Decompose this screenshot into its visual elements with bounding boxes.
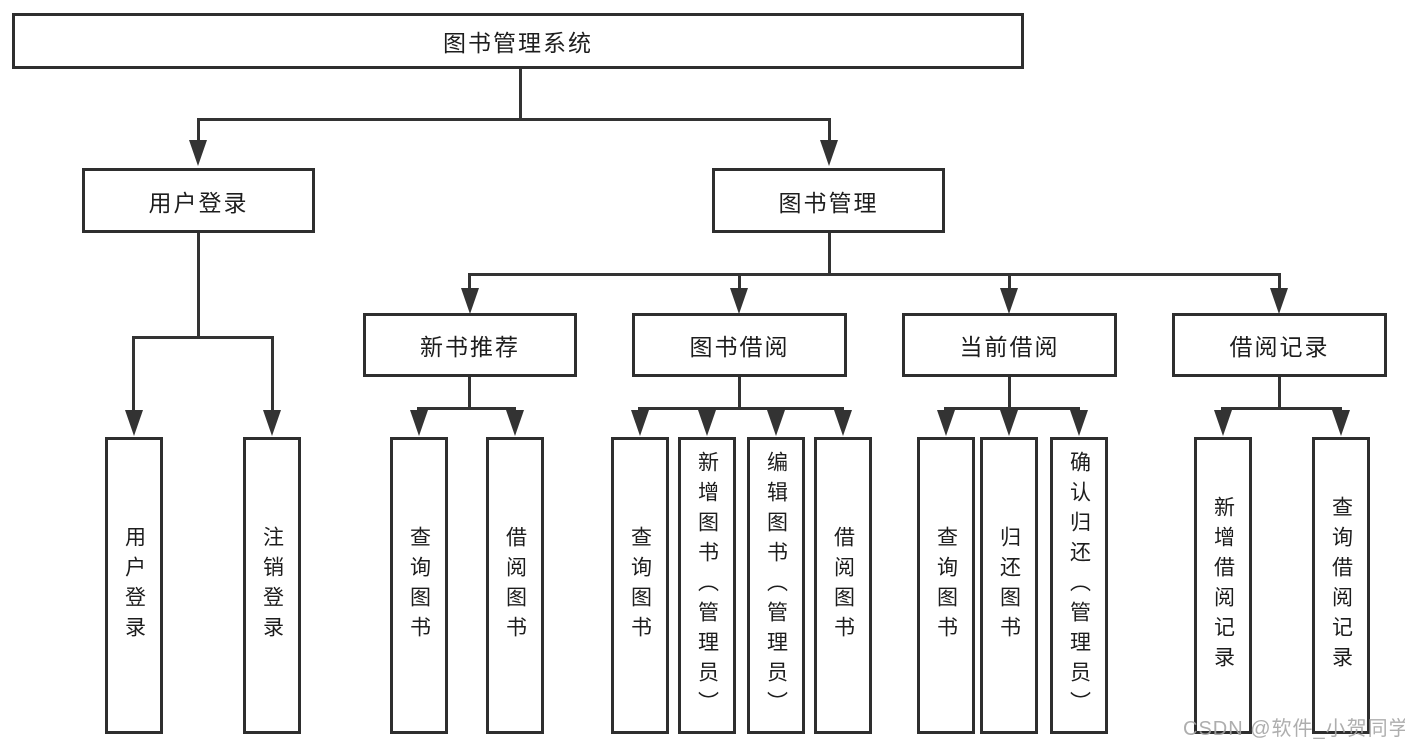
leaf-label: 编辑图书（管理员）: [764, 450, 788, 721]
edge-to-leaf-logout: [271, 336, 274, 412]
node-book-management-label: 图书管理: [778, 189, 879, 216]
arrow-down-icon: [1000, 288, 1018, 314]
node-current-borrowing-label: 当前借阅: [959, 334, 1060, 360]
edge-borrowing-rail: [638, 407, 844, 410]
arrow-down-icon: [1070, 410, 1088, 436]
leaf-borrow-books: 借阅图书: [814, 437, 872, 734]
leaf-user-login: 用户登录: [105, 437, 163, 734]
leaf-query-books-current: 查询图书: [917, 437, 975, 734]
leaf-label: 查询图书: [628, 525, 652, 646]
node-user-login-label: 用户登录: [148, 189, 249, 216]
node-book-borrowing-label: 图书借阅: [689, 334, 790, 360]
arrow-down-icon: [1270, 288, 1288, 314]
arrow-down-icon: [730, 288, 748, 314]
leaf-query-books-recommend: 查询图书: [390, 437, 448, 734]
edge-book-management-drop: [828, 233, 831, 273]
leaf-label: 新增图书（管理员）: [695, 450, 719, 721]
leaf-label: 查询图书: [934, 525, 958, 646]
leaf-query-books-borrow: 查询图书: [611, 437, 669, 734]
leaf-add-borrow-record: 新增借阅记录: [1194, 437, 1252, 734]
arrow-down-icon: [1332, 410, 1350, 436]
edge-level1-rail: [197, 118, 831, 121]
leaf-borrow-books-recommend: 借阅图书: [486, 437, 544, 734]
leaf-label: 查询图书: [407, 525, 431, 646]
leaf-label: 新增借阅记录: [1211, 495, 1235, 676]
arrow-down-icon: [1214, 410, 1232, 436]
edge-root-drop: [519, 69, 522, 118]
edge-to-new-book-recommend: [468, 273, 471, 292]
edge-records-rail: [1221, 407, 1342, 410]
edge-recommend-drop: [468, 377, 471, 407]
edge-to-user-login: [197, 118, 200, 144]
arrow-down-icon: [937, 410, 955, 436]
arrow-down-icon: [506, 410, 524, 436]
leaf-add-books-admin: 新增图书（管理员）: [678, 437, 736, 734]
leaf-label: 归还图书: [997, 525, 1021, 646]
leaf-label: 用户登录: [122, 525, 146, 646]
edge-current-drop: [1008, 377, 1011, 407]
node-root-label: 图书管理系统: [443, 30, 593, 56]
arrow-down-icon: [263, 410, 281, 436]
leaf-label: 查询借阅记录: [1329, 495, 1353, 676]
node-borrowing-records-label: 借阅记录: [1229, 334, 1330, 360]
arrow-down-icon: [461, 288, 479, 314]
leaf-confirm-return-admin: 确认归还（管理员）: [1050, 437, 1108, 734]
edge-to-book-management: [828, 118, 831, 144]
node-root: 图书管理系统: [12, 13, 1024, 69]
edge-to-current-borrowing: [1008, 273, 1011, 292]
node-current-borrowing: 当前借阅: [902, 313, 1117, 377]
edge-to-borrowing-records: [1278, 273, 1281, 292]
edge-recommend-rail: [417, 407, 516, 410]
node-user-login: 用户登录: [82, 168, 315, 233]
node-book-borrowing: 图书借阅: [632, 313, 847, 377]
node-book-management: 图书管理: [712, 168, 945, 233]
edge-current-rail: [944, 407, 1080, 410]
edge-borrowing-drop: [738, 377, 741, 407]
leaf-query-borrow-record: 查询借阅记录: [1312, 437, 1370, 734]
arrow-down-icon: [820, 140, 838, 166]
node-borrowing-records: 借阅记录: [1172, 313, 1387, 377]
arrow-down-icon: [125, 410, 143, 436]
edge-to-leaf-user-login: [132, 336, 135, 412]
leaf-logout: 注销登录: [243, 437, 301, 734]
arrow-down-icon: [1000, 410, 1018, 436]
leaf-label: 借阅图书: [831, 525, 855, 646]
leaf-label: 注销登录: [260, 525, 284, 646]
leaf-label: 确认归还（管理员）: [1067, 450, 1091, 721]
node-new-book-recommend: 新书推荐: [363, 313, 577, 377]
edge-to-book-borrowing: [738, 273, 741, 292]
edge-user-login-drop: [197, 233, 200, 336]
arrow-down-icon: [698, 410, 716, 436]
arrow-down-icon: [189, 140, 207, 166]
arrow-down-icon: [410, 410, 428, 436]
edge-level2-rail: [468, 273, 1281, 276]
csdn-watermark: CSDN @软件_小贺同学: [1183, 718, 1405, 740]
arrow-down-icon: [631, 410, 649, 436]
leaf-edit-books-admin: 编辑图书（管理员）: [747, 437, 805, 734]
arrow-down-icon: [767, 410, 785, 436]
edge-user-login-rail: [132, 336, 274, 339]
node-new-book-recommend-label: 新书推荐: [420, 334, 520, 360]
edge-records-drop: [1278, 377, 1281, 407]
leaf-return-books: 归还图书: [980, 437, 1038, 734]
leaf-label: 借阅图书: [503, 525, 527, 646]
arrow-down-icon: [834, 410, 852, 436]
